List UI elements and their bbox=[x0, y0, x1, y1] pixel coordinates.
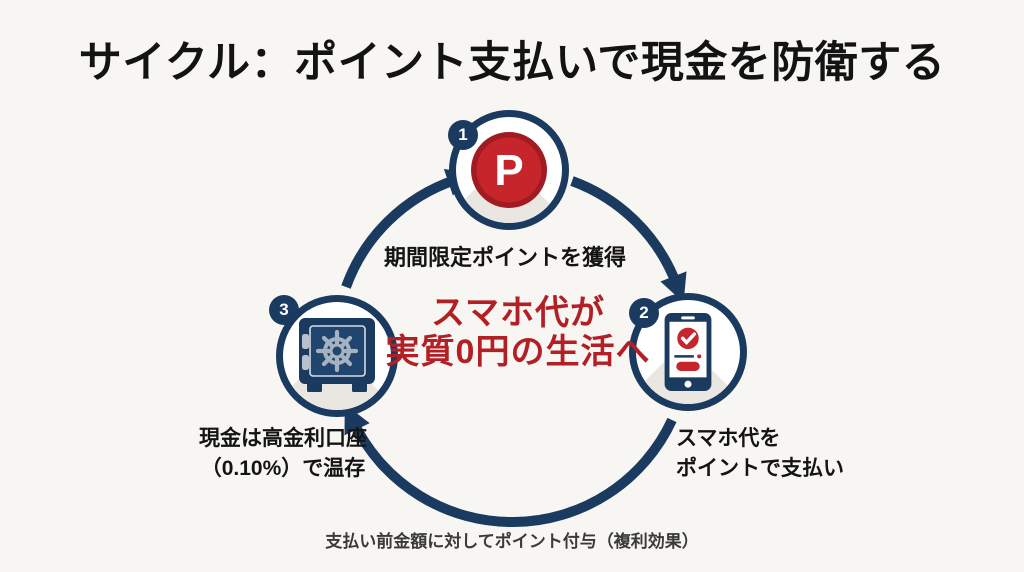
step-2-label-line1: スマホ代を bbox=[676, 427, 781, 450]
arrow-step2-to-step3-icon bbox=[344, 404, 677, 528]
step-1-label: 期間限定ポイントを獲得 bbox=[383, 245, 626, 270]
step-2-label-line2: ポイントで支払い bbox=[676, 457, 844, 481]
step-2-badge: 2 bbox=[629, 298, 659, 328]
arrow-step3-to-step1-icon bbox=[341, 168, 475, 289]
center-message-line1: スマホ代が bbox=[431, 294, 605, 332]
center-message: スマホ代が 実質0円の生活へ bbox=[352, 294, 684, 373]
cycle-step-2-circle bbox=[629, 293, 747, 411]
step-3-label: 現金は高金利口座 （0.10%）で温存 bbox=[178, 424, 388, 485]
page-title: サイクル：ポイント支払いで現金を防衛する bbox=[78, 39, 946, 87]
point-coin-icon: P bbox=[471, 132, 547, 208]
smartphone-payment-icon bbox=[664, 313, 712, 391]
footnote: 支払い前金額に対してポイント付与（複利効果） bbox=[325, 532, 699, 551]
step-2-label: スマホ代を ポイントで支払い bbox=[676, 424, 844, 485]
step-1-badge: 1 bbox=[448, 120, 478, 150]
step-3-label-line1: 現金は高金利口座 bbox=[199, 427, 367, 450]
center-message-line2: 実質0円の生活へ bbox=[385, 333, 651, 372]
arrow-step1-to-step2-icon bbox=[570, 176, 687, 303]
cycle-step-3-circle bbox=[276, 295, 398, 417]
coin-letter: P bbox=[494, 146, 523, 195]
safe-icon bbox=[299, 318, 375, 392]
step-3-label-line2: （0.10%）で温存 bbox=[200, 457, 366, 481]
step-3-badge: 3 bbox=[269, 295, 299, 325]
